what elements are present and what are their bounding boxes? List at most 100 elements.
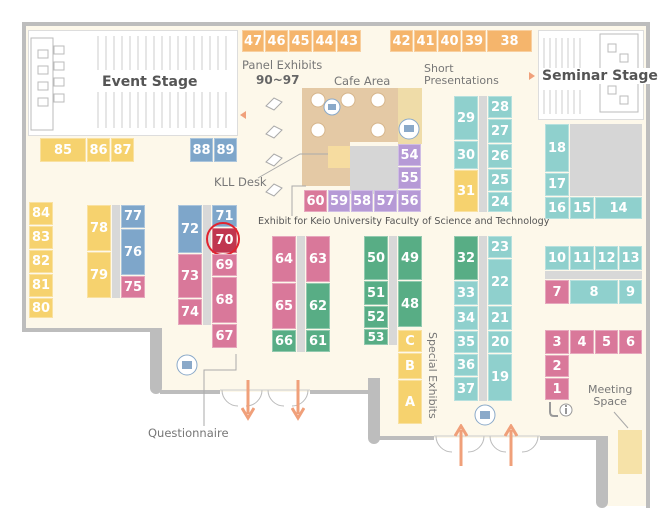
booth-42[interactable]: 42 [390, 30, 413, 52]
booth-72[interactable]: 72 [178, 205, 202, 253]
booth-66[interactable]: 66 [272, 330, 296, 352]
booth-57[interactable]: 57 [374, 190, 397, 212]
aisle-strip [112, 205, 120, 298]
booth-40[interactable]: 40 [438, 30, 461, 52]
booth-28[interactable]: 28 [488, 96, 512, 118]
booth-68[interactable]: 68 [212, 277, 237, 323]
booth-45[interactable]: 45 [289, 30, 312, 52]
meeting-space[interactable] [618, 430, 642, 474]
booth-9[interactable]: 9 [619, 280, 642, 304]
booth-35[interactable]: 35 [454, 331, 478, 353]
booth-74[interactable]: 74 [178, 299, 202, 325]
booth-11[interactable]: 11 [570, 246, 594, 270]
booth-33[interactable]: 33 [454, 281, 478, 305]
booth-80[interactable]: 80 [29, 298, 53, 318]
booth-31[interactable]: 31 [454, 170, 478, 212]
booth-44[interactable]: 44 [313, 30, 336, 52]
booth-59[interactable]: 59 [328, 190, 350, 212]
booth-47[interactable]: 47 [242, 30, 264, 52]
booth-4[interactable]: 4 [570, 330, 594, 354]
booth-56[interactable]: 56 [398, 190, 421, 212]
booth-36[interactable]: 36 [454, 354, 478, 376]
booth-1[interactable]: 1 [545, 378, 569, 400]
booth-63[interactable]: 63 [306, 236, 330, 282]
aisle-strip [479, 96, 487, 212]
booth-5[interactable]: 5 [595, 330, 618, 354]
booth-79[interactable]: 79 [87, 252, 111, 298]
booth-14[interactable]: 14 [595, 197, 642, 219]
booth-20[interactable]: 20 [488, 331, 512, 353]
booth-83[interactable]: 83 [29, 226, 53, 249]
booth-76[interactable]: 76 [121, 229, 145, 275]
booth-81[interactable]: 81 [29, 274, 53, 297]
booth-69[interactable]: 69 [212, 254, 237, 276]
aisle-strip [545, 271, 642, 279]
booth-49[interactable]: 49 [398, 236, 422, 280]
booth-27[interactable]: 27 [488, 119, 512, 143]
booth-60[interactable]: 60 [304, 190, 327, 212]
booth-61[interactable]: 61 [306, 330, 330, 352]
booth-51[interactable]: 51 [364, 281, 388, 305]
booth-82[interactable]: 82 [29, 250, 53, 273]
booth-64[interactable]: 64 [272, 236, 296, 282]
booth-86[interactable]: 86 [87, 138, 110, 162]
booth-52[interactable]: 52 [364, 306, 388, 328]
booth-34[interactable]: 34 [454, 306, 478, 330]
booth-15[interactable]: 15 [570, 197, 594, 219]
booth-75[interactable]: 75 [121, 276, 145, 298]
booth-84[interactable]: 84 [29, 202, 53, 225]
booth-13[interactable]: 13 [619, 246, 642, 270]
booth-21[interactable]: 21 [488, 306, 512, 330]
booth-71[interactable]: 71 [212, 205, 237, 227]
booth-48[interactable]: 48 [398, 281, 422, 327]
booth-6[interactable]: 6 [619, 330, 642, 354]
booth-2[interactable]: 2 [545, 355, 569, 377]
booth-A[interactable]: A [398, 380, 422, 424]
booth-19[interactable]: 19 [488, 354, 512, 401]
booth-41[interactable]: 41 [414, 30, 437, 52]
booth-65[interactable]: 65 [272, 283, 296, 329]
booth-46[interactable]: 46 [265, 30, 288, 52]
booth-8[interactable]: 8 [570, 280, 618, 304]
booth-30[interactable]: 30 [454, 141, 478, 169]
booth-B[interactable]: B [398, 353, 422, 379]
booth-C[interactable]: C [398, 330, 422, 352]
booth-39[interactable]: 39 [462, 30, 486, 52]
booth-7[interactable]: 7 [545, 280, 569, 304]
booth-25[interactable]: 25 [488, 169, 512, 191]
booth-3[interactable]: 3 [545, 330, 569, 354]
booth-54[interactable]: 54 [398, 144, 421, 166]
booth-50[interactable]: 50 [364, 236, 388, 280]
booth-87[interactable]: 87 [111, 138, 134, 162]
booth-10[interactable]: 10 [545, 246, 569, 270]
meeting-space-leader [613, 411, 629, 429]
booth-62[interactable]: 62 [306, 283, 330, 329]
booth-53[interactable]: 53 [364, 329, 388, 345]
booth-55[interactable]: 55 [398, 167, 421, 189]
booth-16[interactable]: 16 [545, 197, 569, 219]
booth-58[interactable]: 58 [351, 190, 373, 212]
booth-38[interactable]: 38 [487, 30, 532, 52]
booth-77[interactable]: 77 [121, 205, 145, 228]
booth-78[interactable]: 78 [87, 205, 111, 251]
booth-32[interactable]: 32 [454, 236, 478, 280]
arrow-right-icon [529, 72, 535, 80]
booth-85[interactable]: 85 [40, 138, 86, 162]
booth-73[interactable]: 73 [178, 254, 202, 298]
booth-24[interactable]: 24 [488, 192, 512, 212]
booth-18[interactable]: 18 [545, 124, 569, 172]
booth-43[interactable]: 43 [337, 30, 361, 52]
kll-desk[interactable] [328, 146, 350, 168]
booth-67[interactable]: 67 [212, 324, 237, 348]
booth-23[interactable]: 23 [488, 236, 512, 258]
booth-12[interactable]: 12 [595, 246, 618, 270]
booth-88[interactable]: 88 [190, 138, 213, 162]
booth-26[interactable]: 26 [488, 144, 512, 168]
booth-89[interactable]: 89 [214, 138, 237, 162]
booth-17[interactable]: 17 [545, 173, 569, 196]
booth-22[interactable]: 22 [488, 259, 512, 305]
booth-29[interactable]: 29 [454, 96, 478, 140]
booth-37[interactable]: 37 [454, 377, 478, 401]
door-mid [434, 435, 540, 453]
